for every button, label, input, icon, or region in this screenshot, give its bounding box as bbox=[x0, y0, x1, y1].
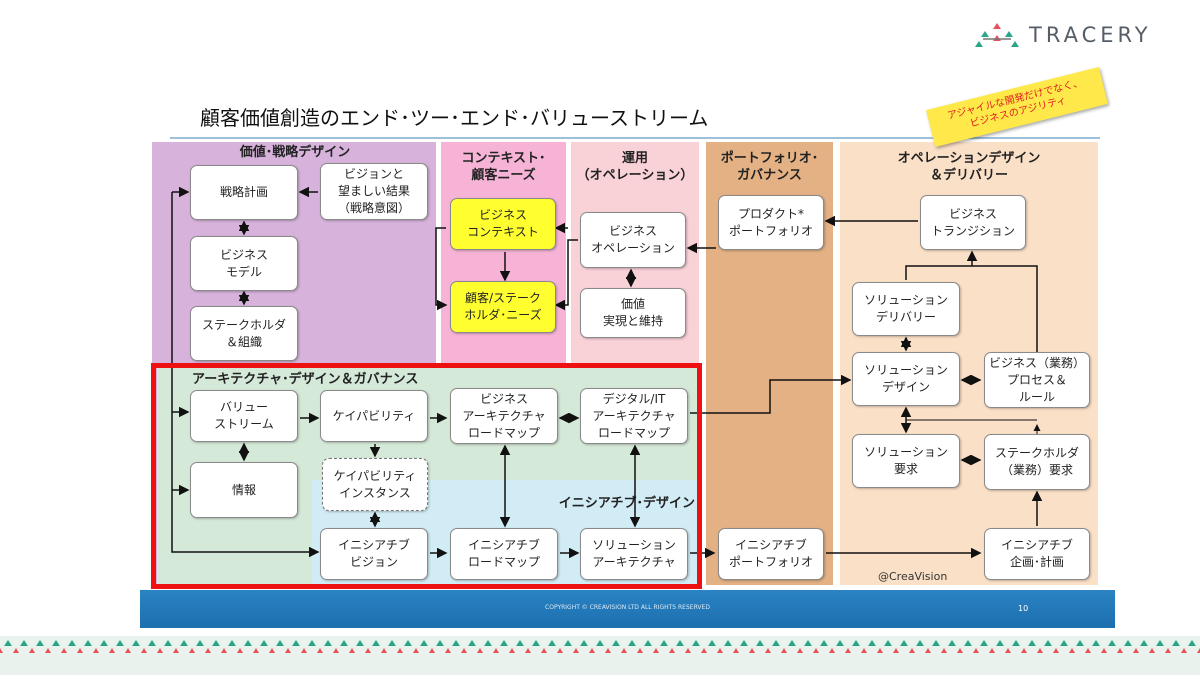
box-value-realize: 価値 実現と維持 bbox=[580, 288, 686, 338]
box-customer-needs: 顧客/ステーク ホルダ･ニーズ bbox=[450, 281, 556, 333]
box-solution-design: ソリューション デザイン bbox=[852, 352, 960, 406]
box-value-stream: バリュー ストリーム bbox=[190, 390, 298, 442]
box-initiative-planning: イニシアチブ 企画･計画 bbox=[984, 528, 1090, 580]
box-business-operation: ビジネス オペレーション bbox=[580, 212, 686, 268]
title-underline bbox=[170, 137, 1100, 139]
box-product-portfolio: プロダクト* ポートフォリオ bbox=[718, 195, 824, 250]
box-initiative-vision: イニシアチブ ビジョン bbox=[320, 528, 428, 580]
lane-label-portfolio: ポートフォリオ･ ガバナンス bbox=[720, 151, 819, 183]
credit-text: @CreaVision bbox=[878, 570, 948, 583]
highlight-frame bbox=[151, 363, 702, 589]
box-solution-requirements: ソリューション 要求 bbox=[852, 434, 960, 488]
box-business-process: ビジネス（業務） プロセス＆ ルール bbox=[984, 352, 1090, 408]
box-business-model: ビジネス モデル bbox=[190, 236, 298, 291]
box-initiative-roadmap: イニシアチブ ロードマップ bbox=[450, 528, 558, 580]
decorative-border bbox=[0, 636, 1200, 675]
pattern-icon bbox=[0, 636, 1200, 675]
box-business-transition: ビジネス トランジション bbox=[920, 195, 1026, 250]
logo-text: TRACERY bbox=[1029, 23, 1152, 47]
lane-label-initiative: イニシアチブ･デザイン bbox=[558, 496, 695, 511]
box-solution-delivery: ソリューション デリバリー bbox=[852, 282, 960, 336]
footer-copyright: COPYRIGHT © CREAVISION LTD ALL RIGHTS RE… bbox=[545, 604, 710, 611]
box-solution-architecture: ソリューション アーキテクチャ bbox=[580, 528, 688, 580]
box-capability: ケイパビリティ bbox=[320, 390, 428, 442]
lane-label-value-strategy: 価値･戦略デザイン bbox=[239, 145, 351, 160]
slide-title: 顧客価値創造のエンド･ツー･エンド･バリューストリーム bbox=[200, 106, 709, 130]
box-information: 情報 bbox=[190, 462, 298, 518]
box-business-context: ビジネス コンテキスト bbox=[450, 198, 556, 250]
box-digital-it-arch-roadmap: デジタル/IT アーキテクチャ ロードマップ bbox=[580, 388, 688, 444]
box-capability-instance: ケイパビリティ インスタンス bbox=[322, 458, 428, 511]
tracery-logo: TRACERY bbox=[975, 20, 1175, 50]
lane-label-context: コンテキスト･ 顧客ニーズ bbox=[461, 151, 546, 183]
tracery-logo-icon bbox=[975, 23, 1019, 47]
box-vision-outcome: ビジョンと 望ましい結果 （戦略意図） bbox=[320, 163, 428, 220]
lane-label-operation: 運用 （オペレーション） bbox=[576, 151, 694, 183]
lane-label-architecture: アーキテクチャ･デザイン＆ガバナンス bbox=[192, 372, 419, 387]
box-strategy-plan: 戦略計画 bbox=[190, 165, 298, 220]
page-number: 10 bbox=[1018, 604, 1029, 613]
box-stakeholder-org: ステークホルダ ＆組織 bbox=[190, 306, 298, 361]
footer-bar bbox=[140, 590, 1115, 628]
box-initiative-portfolio: イニシアチブ ポートフォリオ bbox=[718, 528, 824, 580]
box-business-arch-roadmap: ビジネス アーキテクチャ ロードマップ bbox=[450, 388, 558, 444]
lane-label-ops-design: オペレーションデザイン ＆デリバリー bbox=[897, 151, 1041, 183]
box-stakeholder-requirements: ステークホルダ （業務）要求 bbox=[984, 434, 1090, 490]
